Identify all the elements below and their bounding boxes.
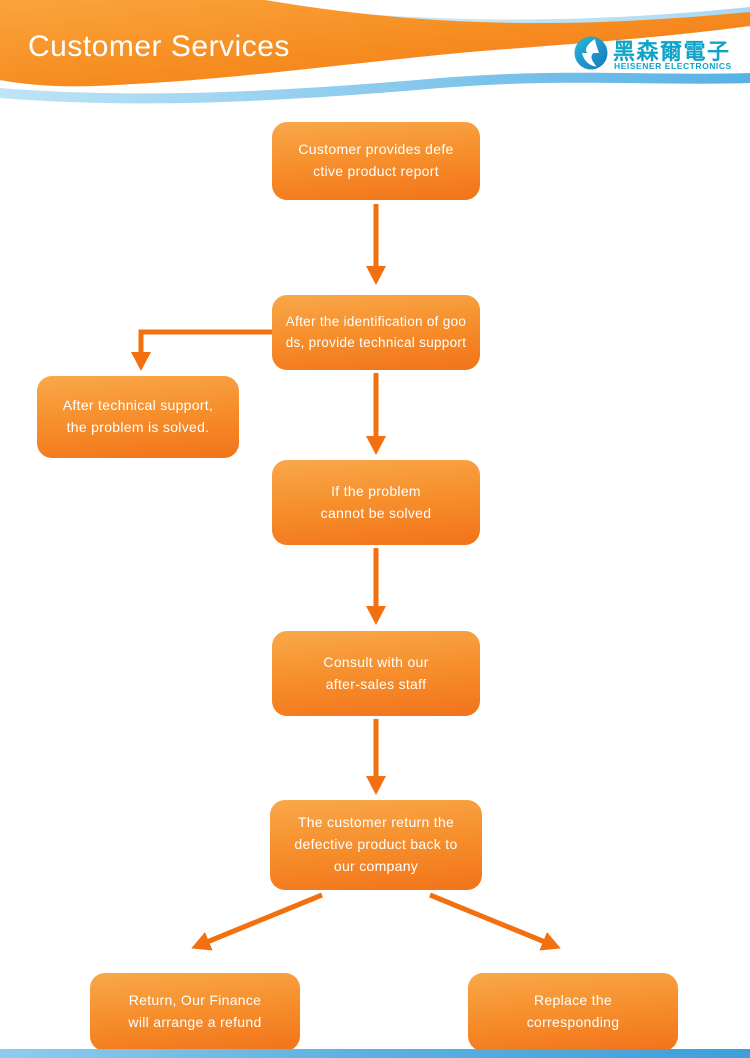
flow-node-refund: Return, Our Finance will arrange a refun… xyxy=(90,973,300,1051)
footer-bar xyxy=(0,1049,750,1058)
heisener-logo: 黑森爾電子 HEISENER ELECTRONICS xyxy=(574,34,744,78)
flow-node-problem-solved: After technical support, the problem is … xyxy=(37,376,239,458)
logo-name-en: HEISENER ELECTRONICS xyxy=(614,61,732,71)
flow-node-tech-support: After the identification of goo ds, prov… xyxy=(272,295,480,370)
header: Customer Services 黑森爾電子 HEISENER ELECTRO… xyxy=(0,0,750,120)
page-title: Customer Services xyxy=(28,30,290,63)
flow-node-consult-staff: Consult with our after-sales staff xyxy=(272,631,480,716)
logo-name-zh: 黑森爾電子 xyxy=(613,39,731,64)
flow-node-defect-report: Customer provides defe ctive product rep… xyxy=(272,122,480,200)
heisener-logo-icon xyxy=(574,36,608,70)
flow-node-problem-unsolved: If the problem cannot be solved xyxy=(272,460,480,545)
flow-node-return-product: The customer return the defective produc… xyxy=(270,800,482,890)
flow-node-replace: Replace the corresponding xyxy=(468,973,678,1051)
header-wave-decoration xyxy=(0,0,750,104)
